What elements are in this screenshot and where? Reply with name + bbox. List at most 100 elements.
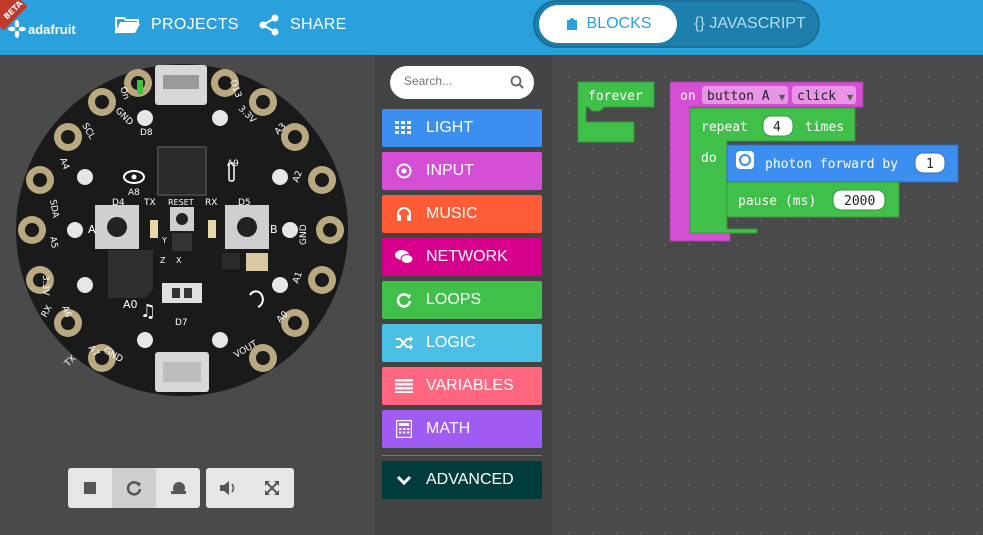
javascript-tab[interactable]: {} JAVASCRIPT <box>685 5 815 43</box>
svg-text:RESET: RESET <box>168 198 194 207</box>
share-icon <box>259 14 279 36</box>
on-button-event-block[interactable]: on button A ▼ click ▼ <box>669 81 864 242</box>
category-advanced[interactable]: ADVANCED <box>382 461 542 499</box>
music-note-icon: ♫ <box>140 301 156 322</box>
category-label: MATH <box>426 420 471 437</box>
svg-text:3.3V: 3.3V <box>40 275 50 296</box>
share-button[interactable]: SHARE <box>258 13 347 37</box>
search-icon[interactable] <box>510 75 524 89</box>
neopixel-leds <box>67 110 298 348</box>
beta-label: BETA <box>2 0 25 22</box>
pause-label: pause (ms) <box>738 194 816 209</box>
button-a-label: A <box>88 223 96 236</box>
photon-label: photon forward by <box>765 157 898 172</box>
category-label: LOOPS <box>426 291 482 308</box>
javascript-label: {} JAVASCRIPT <box>694 15 806 32</box>
folder-icon <box>115 17 140 34</box>
svg-text:A2: A2 <box>291 169 304 184</box>
fullscreen-button[interactable] <box>250 468 294 508</box>
svg-text:D7: D7 <box>175 318 188 328</box>
svg-text:X: X <box>176 256 182 265</box>
dropdown-arrow-icon: ▼ <box>779 93 786 102</box>
category-variables[interactable]: VARIABLES <box>382 367 542 405</box>
stop-button[interactable] <box>68 468 112 508</box>
grid-icon <box>395 121 411 134</box>
projects-button[interactable]: PROJECTS <box>115 13 239 37</box>
do-label: do <box>701 151 717 166</box>
forever-label: forever <box>588 89 643 104</box>
category-loops[interactable]: LOOPS <box>382 281 542 319</box>
category-light[interactable]: LIGHT <box>382 109 542 147</box>
category-label: MUSIC <box>426 205 478 222</box>
category-label: ADVANCED <box>426 471 514 488</box>
svg-text:A8: A8 <box>128 188 140 198</box>
times-label: times <box>805 120 844 135</box>
snail-icon <box>171 482 186 494</box>
svg-text:A4: A4 <box>57 157 71 172</box>
toolbox: LIGHT INPUT MUSIC NETWORK LOOPS LOGIC VA… <box>375 55 551 535</box>
refresh-icon <box>396 293 412 308</box>
chat-icon <box>395 250 414 264</box>
restart-button[interactable] <box>112 468 156 508</box>
target-icon <box>396 163 412 179</box>
button-dropdown[interactable] <box>702 86 788 104</box>
svg-text:D4: D4 <box>112 198 125 208</box>
svg-text:GND: GND <box>299 224 309 245</box>
gear-icon <box>739 154 751 166</box>
search-input[interactable] <box>402 73 510 89</box>
adafruit-logo[interactable]: BETA adafruit <box>0 0 84 46</box>
category-label: NETWORK <box>426 248 508 265</box>
blocks-label: BLOCKS <box>586 15 652 32</box>
button-b-label: B <box>270 223 278 236</box>
category-music[interactable]: MUSIC <box>382 195 542 233</box>
shuffle-icon <box>396 336 413 350</box>
speaker-icon <box>220 481 235 495</box>
svg-text:A9: A9 <box>227 159 239 169</box>
category-math[interactable]: MATH <box>382 410 542 448</box>
brand-name: adafruit <box>28 22 76 37</box>
toolbox-separator <box>382 455 542 456</box>
flower-icon <box>8 20 26 38</box>
category-input[interactable]: INPUT <box>382 152 542 190</box>
svg-text:D5: D5 <box>238 198 251 208</box>
svg-text:Y: Y <box>161 236 167 245</box>
repeat-count-value[interactable]: 4 <box>773 120 781 135</box>
list-icon <box>395 379 413 393</box>
category-label: INPUT <box>426 162 474 179</box>
puzzle-icon <box>566 18 577 30</box>
blocks-workspace[interactable]: forever on button A ▼ click ▼ repeat 4 t… <box>551 55 983 535</box>
svg-text:A6: A6 <box>59 305 73 320</box>
top-bar: BETA adafruit PROJECTS SHARE <box>0 0 983 55</box>
svg-text:On: On <box>117 86 131 101</box>
mute-button[interactable] <box>206 468 250 508</box>
category-label: LOGIC <box>426 334 476 351</box>
simulator-controls <box>68 468 294 508</box>
repeat-block[interactable]: repeat 4 times do <box>689 107 856 234</box>
pause-value[interactable]: 2000 <box>844 194 875 209</box>
category-network[interactable]: NETWORK <box>382 238 542 276</box>
svg-text:D8: D8 <box>140 128 153 138</box>
dropdown-arrow-icon: ▼ <box>847 93 854 102</box>
expand-icon <box>265 481 279 495</box>
category-logic[interactable]: LOGIC <box>382 324 542 362</box>
forever-block[interactable]: forever <box>577 81 655 143</box>
slow-mode-button[interactable] <box>156 468 200 508</box>
on-label: on <box>680 89 696 104</box>
photon-value[interactable]: 1 <box>926 157 934 172</box>
photon-forward-block[interactable]: photon forward by 1 <box>726 144 959 183</box>
pause-block[interactable]: pause (ms) 2000 <box>726 181 900 218</box>
svg-text:Z: Z <box>160 256 166 265</box>
repeat-label: repeat <box>701 120 748 135</box>
svg-text:SDA: SDA <box>47 199 60 220</box>
click-dropdown[interactable] <box>792 86 856 104</box>
circuit-playground-board[interactable]: A B On D13 GND 3.3V D8 SCL A4 SDA A5 <box>0 55 375 405</box>
simulator-panel: A B On D13 GND 3.3V D8 SCL A4 SDA A5 <box>0 55 375 535</box>
blocks-tab[interactable]: BLOCKS <box>539 5 677 43</box>
projects-label: PROJECTS <box>151 16 239 33</box>
chevron-down-icon <box>396 475 412 486</box>
search-box <box>390 66 534 99</box>
share-label: SHARE <box>290 16 347 33</box>
svg-text:TX: TX <box>143 198 156 208</box>
button-dropdown-value: button A <box>707 89 770 104</box>
refresh-icon <box>126 481 142 496</box>
